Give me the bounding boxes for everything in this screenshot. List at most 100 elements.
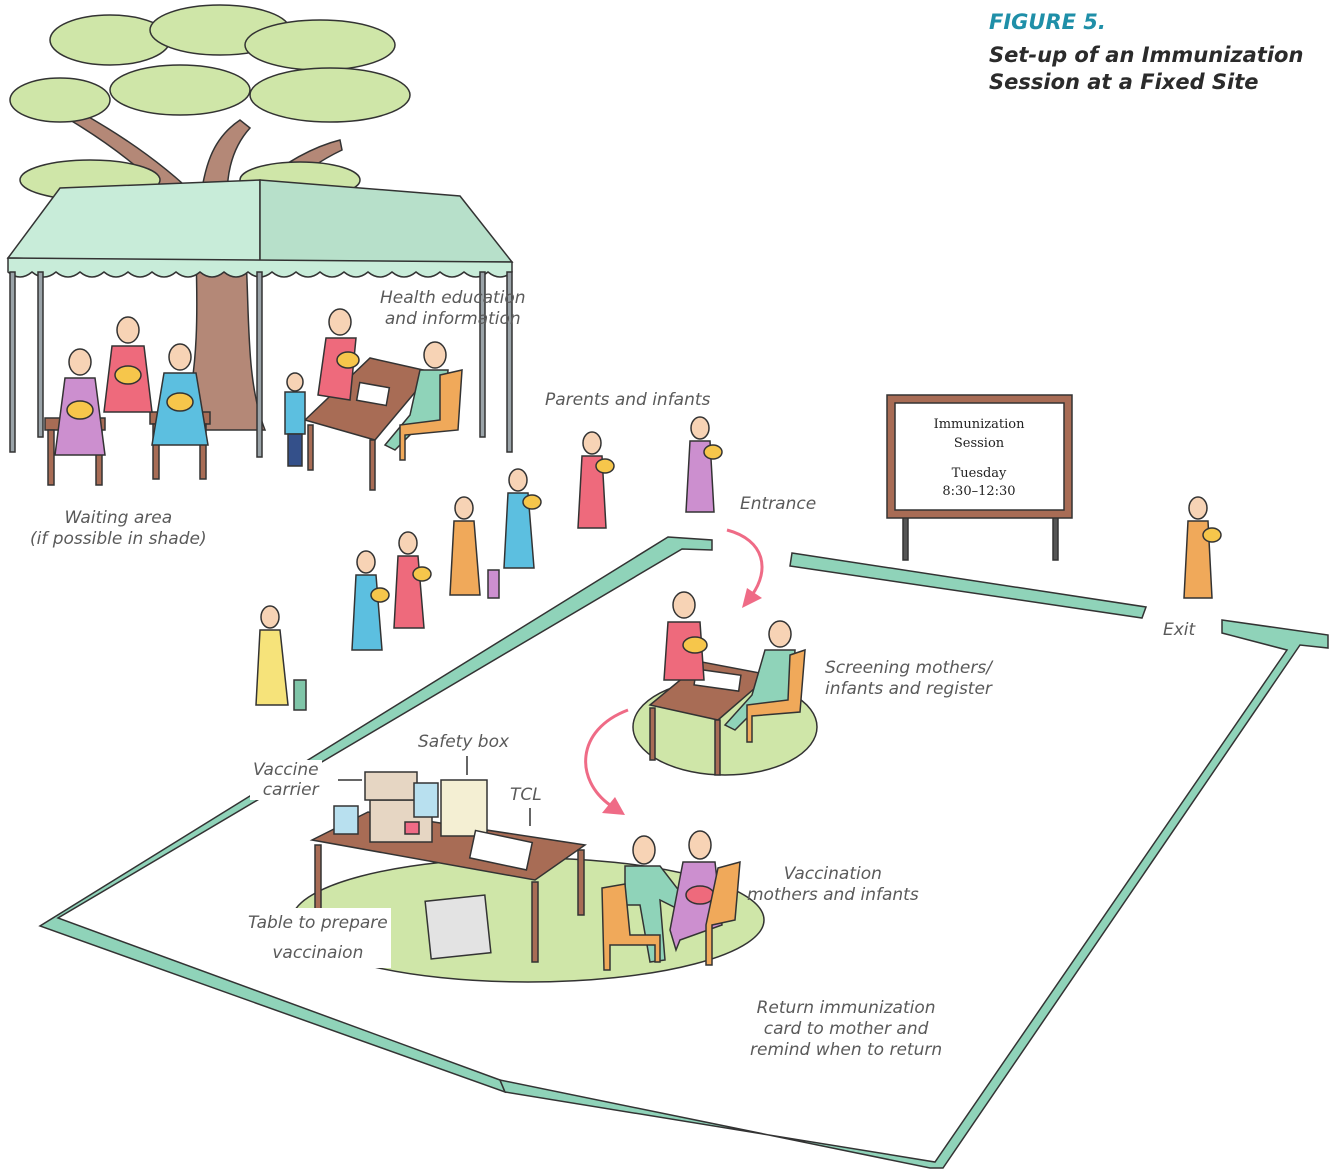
sign-face: [894, 402, 1065, 511]
sign-line-2: Session: [954, 436, 1005, 451]
vaccine-carrier-pink: [404, 821, 420, 835]
safety-box-label: Safety box: [418, 732, 510, 752]
exit-person: [1183, 496, 1222, 599]
queue-3-head: [398, 531, 418, 555]
screening-table-leg-2: [714, 719, 721, 776]
queue-7-baby: [703, 444, 723, 460]
screening-label: Screening mothers/ infants and register: [825, 658, 992, 700]
vaccinator-head: [632, 835, 656, 865]
queue-person-4: [449, 496, 500, 599]
queue-6-baby: [595, 458, 615, 474]
screening-station: [632, 591, 818, 776]
waiting-mother-3-head: [168, 343, 192, 371]
safety-box-shape: [440, 779, 488, 837]
health-education-station: [284, 308, 463, 491]
session-sign: [886, 394, 1073, 561]
health-worker-head: [423, 341, 447, 369]
education-table-leg-1: [307, 424, 314, 471]
ice-flask: [413, 782, 439, 818]
queue-7-dress: [685, 440, 715, 513]
queue-person-6: [577, 431, 615, 529]
waiting-area-label: Waiting area (if possible in shade): [30, 508, 207, 550]
queue-2-dress: [351, 574, 383, 651]
vaccination-line-1: Vaccination: [783, 864, 882, 884]
sign-line-4: 8:30–12:30: [942, 484, 1015, 499]
education-table-leg-2: [369, 439, 376, 491]
foliage-5: [109, 64, 251, 116]
queue-person-7: [685, 416, 723, 513]
queue-2-baby: [370, 587, 390, 603]
vaccination-mother-head: [688, 830, 712, 860]
sign-post-left: [902, 514, 909, 561]
standing-baby: [336, 351, 360, 369]
queue-person-5: [503, 468, 542, 569]
sign-post-right: [1052, 514, 1059, 561]
waiting-area-line-2: (if possible in shade): [30, 529, 207, 549]
entrance-label: Entrance: [740, 494, 817, 514]
prep-table-leg-3: [577, 849, 585, 916]
figure-title: Set-up of an Immunization Session at a F…: [989, 42, 1303, 96]
tent-pole-5: [506, 271, 513, 453]
waiting-baby-1: [66, 400, 94, 420]
parents-infants-label: Parents and infants: [545, 390, 711, 410]
waiting-baby-2: [114, 365, 142, 385]
vaccine-carrier-label: Vaccine carrier: [250, 760, 322, 800]
queue-6-head: [582, 431, 602, 455]
screening-chair: [746, 648, 806, 743]
prep-table-leg-2: [531, 881, 539, 963]
waiting-mother-1-head: [68, 348, 92, 376]
standing-mother-dress: [317, 337, 357, 401]
queue-person-3: [393, 531, 432, 629]
queue-1-dress: [255, 629, 289, 706]
education-chair: [399, 369, 463, 461]
queue: [255, 416, 1222, 711]
flow-arrows: [584, 528, 764, 815]
vaccination-station: [291, 771, 765, 983]
sign-line-1: Immunization: [934, 417, 1026, 432]
queue-4-child: [487, 569, 500, 599]
leader-lines: [338, 756, 531, 826]
tent-pole-4: [479, 271, 486, 438]
return-card-label: Return immunization card to mother and r…: [750, 998, 942, 1061]
screening-line-1: Screening mothers/: [825, 658, 992, 678]
vaccine-carrier-line-2: carrier: [262, 780, 319, 800]
tcl-label: TCL: [510, 785, 542, 805]
vaccinator-chair: [601, 883, 661, 971]
vaccinator-body: [624, 865, 692, 963]
vaccination-mother-chair: [705, 860, 741, 966]
arrow-entrance-to-screening: [726, 528, 764, 596]
tent-pole-3: [256, 271, 263, 458]
health-education-line-1: Health education: [380, 288, 526, 308]
screening-worker-head: [768, 620, 792, 648]
boundary-right-wall: [498, 619, 1329, 1169]
arrow-screening-to-vaccination: [584, 708, 629, 807]
queue-4-dress: [449, 520, 481, 596]
screening-baby: [682, 636, 708, 654]
queue-5-dress: [503, 492, 535, 569]
waste-basket: [424, 894, 492, 960]
bench-leg-1a: [47, 429, 55, 486]
exit-label: Exit: [1163, 620, 1196, 640]
table-prepare-label: Table to prepare vaccinaion: [245, 908, 391, 968]
screening-mother-head: [672, 591, 696, 619]
exit-person-head: [1188, 496, 1208, 520]
tent-pole-2: [37, 271, 44, 438]
tent-pole-1: [9, 271, 16, 453]
tcl-sheet: [468, 829, 534, 871]
queue-5-head: [508, 468, 528, 492]
boundary-back-wall: [789, 552, 1148, 619]
return-card-line-2: card to mother and: [763, 1019, 929, 1039]
queue-person-2: [351, 550, 390, 651]
screening-table-leg-1: [649, 707, 656, 761]
foliage-4: [9, 77, 111, 123]
sign-line-3: Tuesday: [952, 466, 1007, 481]
foliage-1: [49, 14, 171, 66]
screening-line-2: infants and register: [825, 679, 992, 699]
figure-title-line-2: Session at a Fixed Site: [989, 70, 1259, 94]
vaccination-baby: [685, 885, 715, 905]
vaccination-label: Vaccination mothers and infants: [747, 864, 919, 906]
arrow-head-1: [742, 588, 762, 608]
tent-roof-right: [259, 179, 514, 263]
return-card-line-1: Return immunization: [756, 998, 936, 1018]
